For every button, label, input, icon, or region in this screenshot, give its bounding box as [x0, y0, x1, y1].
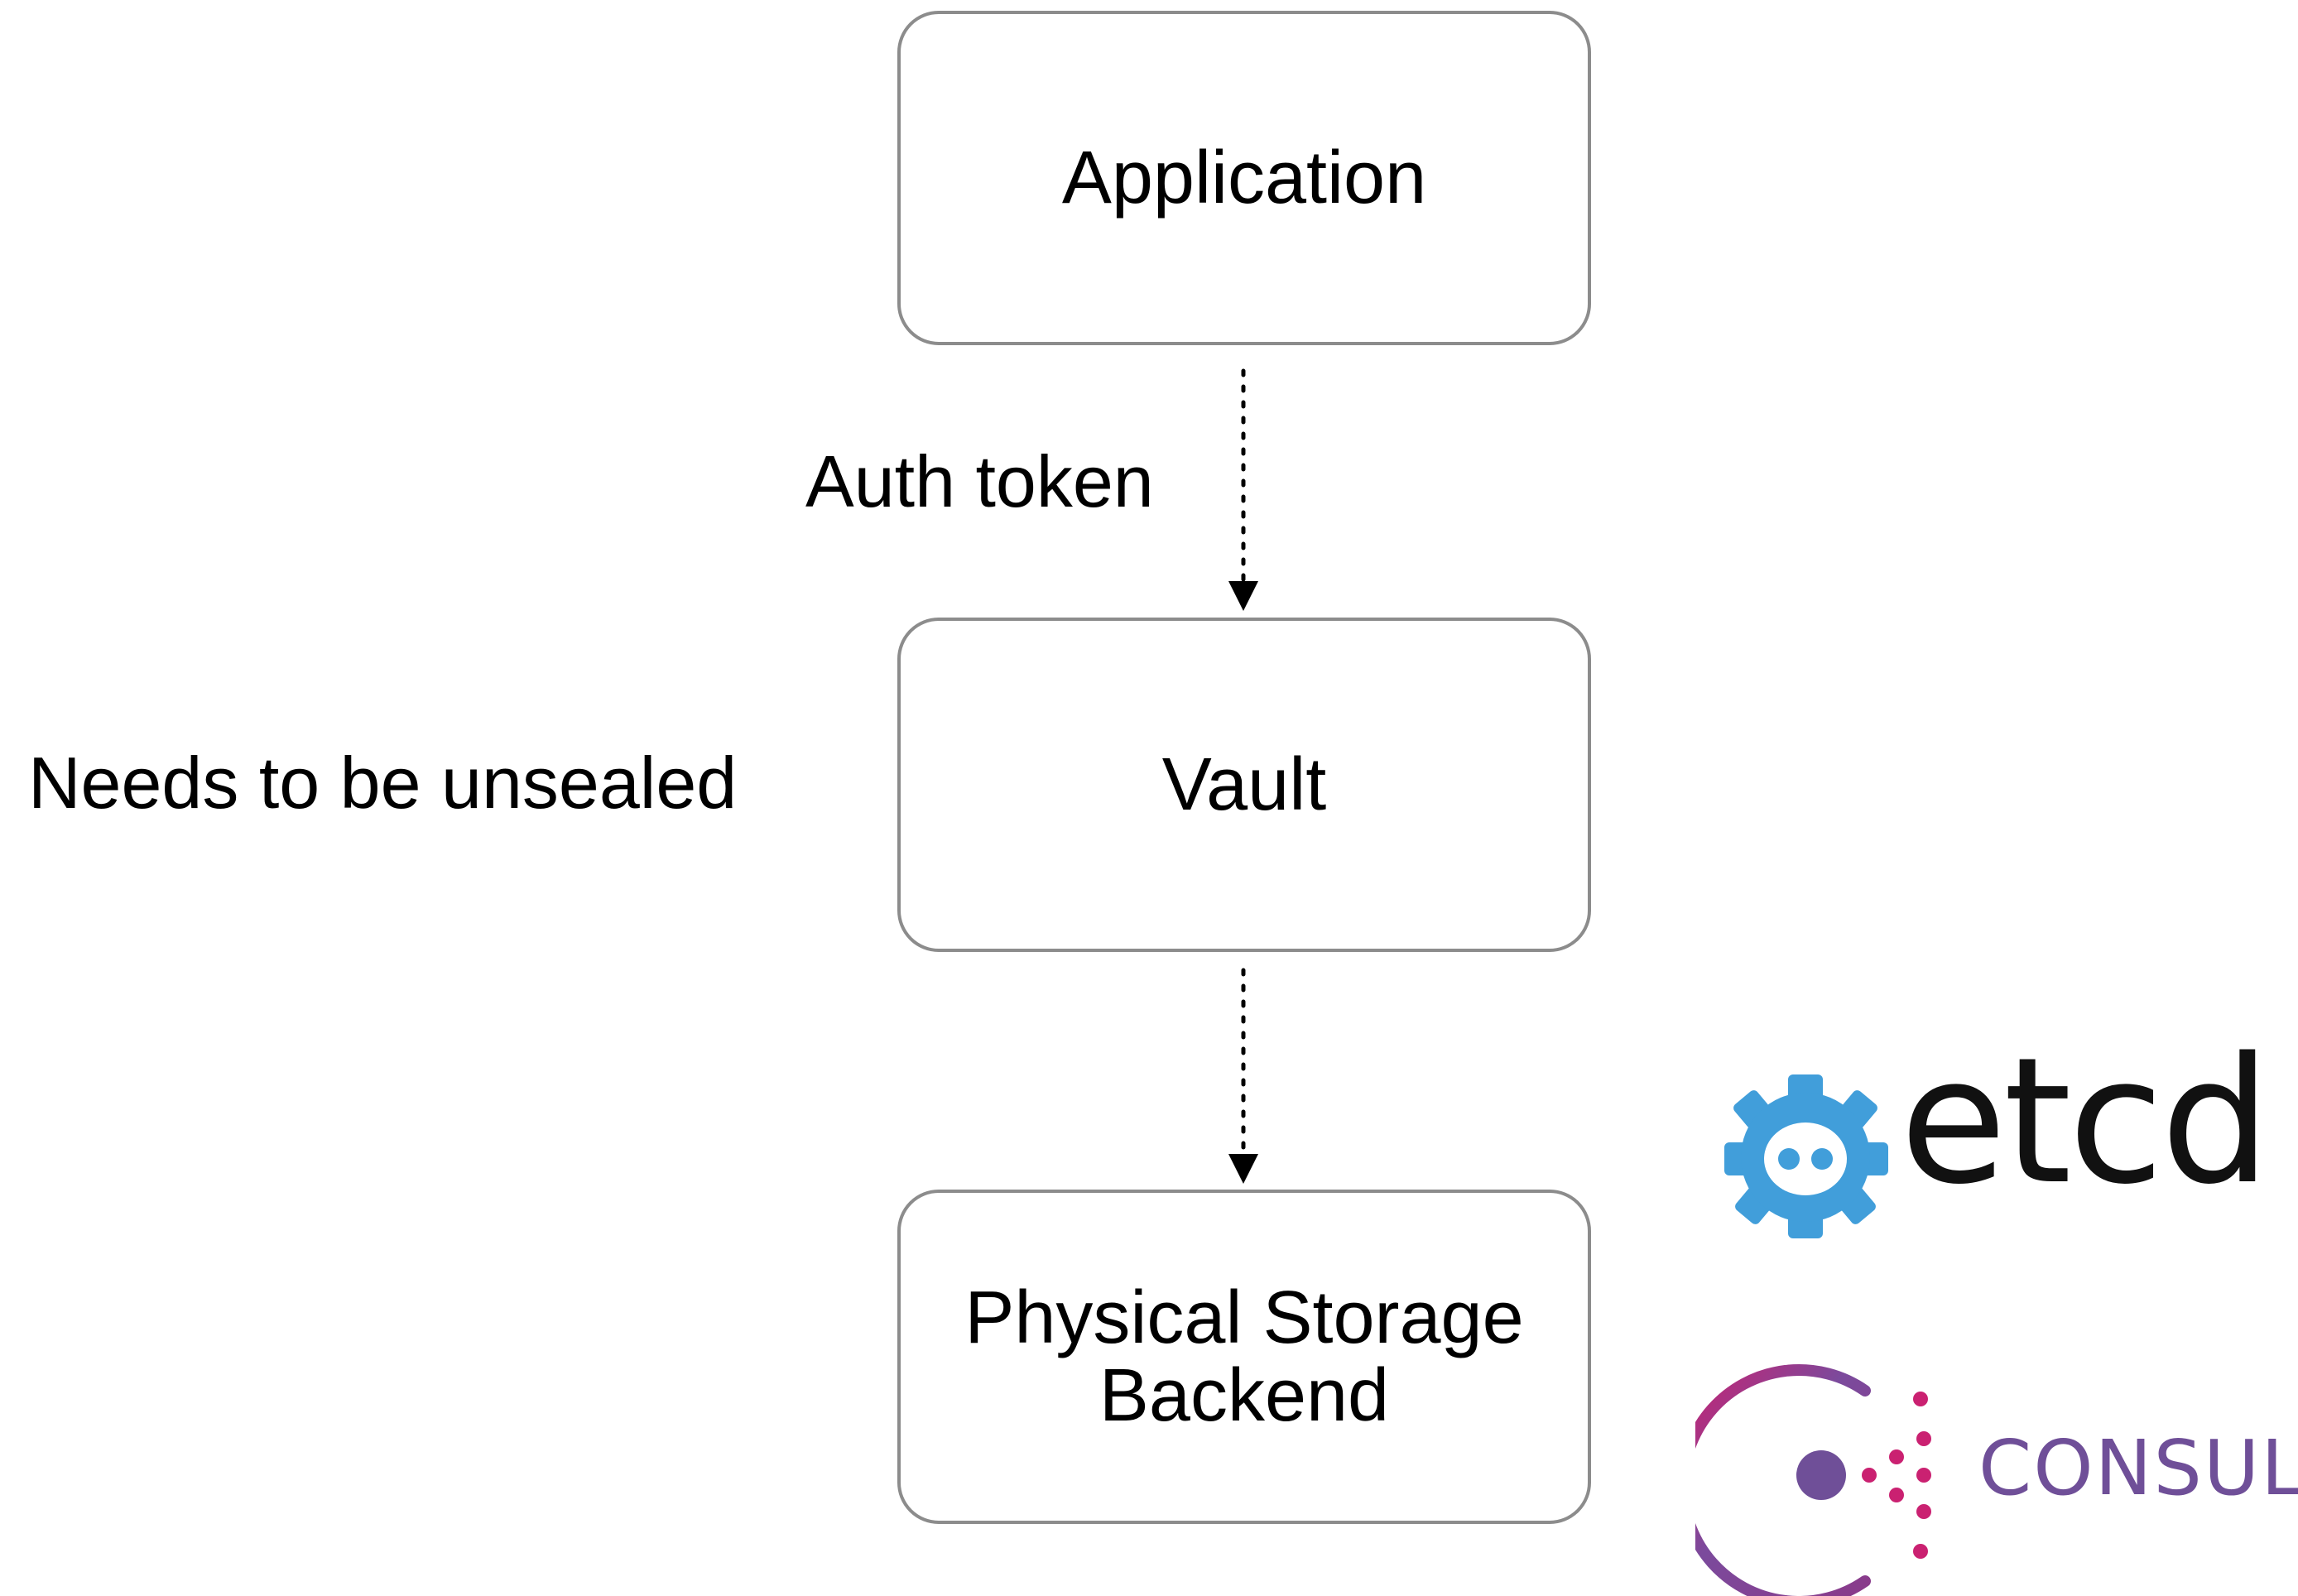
application-label: Application — [1061, 136, 1427, 219]
application-node: Application — [897, 11, 1591, 345]
vault-label: Vault — [1161, 743, 1327, 826]
auth-token-label: Auth token — [805, 440, 1154, 522]
physical-storage-backend-node: Physical Storage Backend — [897, 1190, 1591, 1524]
consul-logo-icon — [1695, 1364, 1931, 1596]
etcd-logo: etcd — [1718, 1026, 2281, 1242]
vault-node: Vault — [897, 618, 1591, 952]
etcd-wordmark: etcd — [1900, 1020, 2271, 1223]
arrow-vault-to-storage — [1228, 968, 1258, 1184]
consul-logo: CONSUL — [1695, 1341, 2298, 1596]
consul-wordmark: CONSUL — [1978, 1424, 2298, 1512]
arrow-application-to-vault — [1228, 368, 1258, 611]
storage-label: Physical Storage Backend — [964, 1276, 1524, 1437]
etcd-gear-icon — [1724, 1074, 1888, 1238]
unseal-note: Needs to be unsealed — [28, 742, 738, 824]
